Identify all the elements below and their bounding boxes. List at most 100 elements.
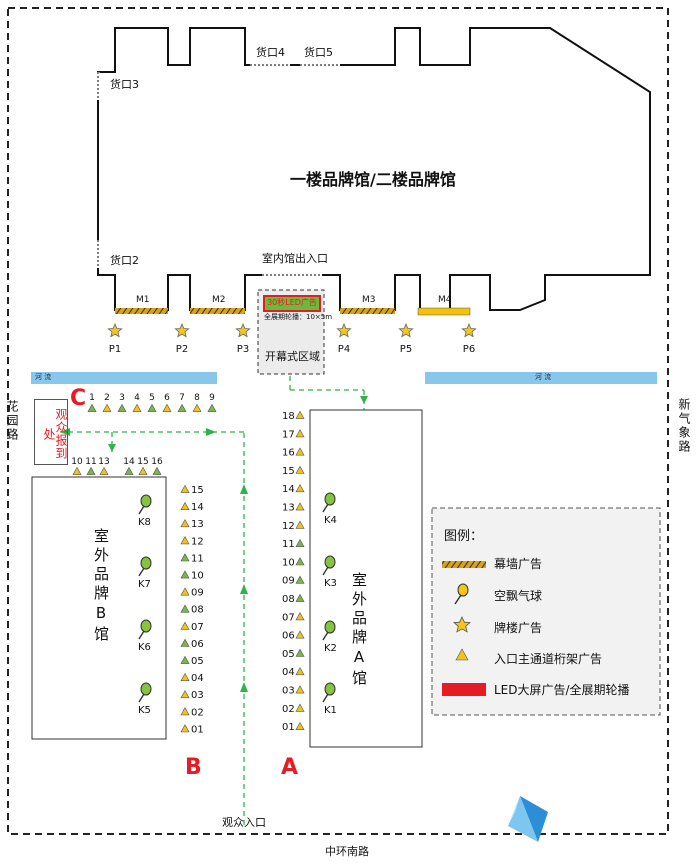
zone-c-number: 8 bbox=[194, 393, 200, 403]
hall-a-truss-number: 08 bbox=[282, 594, 295, 605]
site-boundary bbox=[7, 7, 669, 835]
hall-a-truss-number: 07 bbox=[282, 612, 295, 623]
legend-label-curtain: 幕墙广告 bbox=[494, 557, 543, 571]
zone-c-number: 11 bbox=[85, 457, 96, 467]
hall-a-truss-marker bbox=[295, 703, 305, 712]
led-screen: 30秒LED广告 bbox=[263, 295, 321, 312]
cargo-door-5-label: 货口5 bbox=[304, 46, 333, 59]
hall-b-truss-number: 11 bbox=[191, 553, 204, 564]
led-note: 全展期轮播：10×5m bbox=[264, 313, 333, 321]
curtain-wall-m4-label: M4 bbox=[438, 295, 452, 305]
hall-a-truss-marker bbox=[295, 538, 305, 548]
zone-c-truss-marker bbox=[86, 466, 96, 475]
legend-label-balloon: 空飘气球 bbox=[494, 589, 543, 603]
hall-a-truss-number: 05 bbox=[282, 649, 295, 660]
balloon-label-k2: K2 bbox=[324, 643, 337, 654]
hall-b-truss-number: 13 bbox=[191, 519, 204, 530]
balloon-label-k3: K3 bbox=[324, 578, 337, 589]
hall-a-truss-number: 17 bbox=[282, 429, 295, 440]
zone-c-number: 6 bbox=[164, 393, 170, 403]
hall-b-truss-number: 14 bbox=[191, 502, 204, 513]
hall-b-truss-marker bbox=[180, 553, 190, 562]
zone-a-letter: A bbox=[281, 755, 299, 780]
zone-c-truss-marker bbox=[87, 403, 97, 412]
hall-a-truss-marker bbox=[295, 648, 305, 657]
triangle-icon bbox=[455, 648, 469, 661]
zone-c-truss-marker bbox=[152, 466, 162, 475]
hall-a-truss-number: 15 bbox=[282, 466, 295, 477]
curtain-wall-m2-label: M2 bbox=[212, 295, 226, 305]
balloon-k1 bbox=[322, 682, 336, 703]
hall-a-truss-number: 03 bbox=[282, 686, 295, 697]
hall-b-truss-marker bbox=[180, 501, 190, 511]
hall-b-truss-marker bbox=[180, 638, 190, 647]
hall-a-truss-marker bbox=[295, 447, 305, 456]
arch-label-p4: P4 bbox=[338, 344, 350, 355]
zone-b-letter: B bbox=[185, 755, 202, 780]
hall-b-name: 室外品牌B馆 bbox=[92, 528, 110, 645]
arch-star-p3 bbox=[235, 322, 251, 338]
zone-c-number: 1 bbox=[89, 393, 95, 403]
zone-c-number: 15 bbox=[137, 457, 148, 467]
hall-a-truss-marker bbox=[295, 557, 305, 566]
hall-a-truss-marker bbox=[295, 429, 305, 438]
balloon-icon bbox=[454, 583, 469, 605]
zone-c-truss-marker bbox=[147, 403, 157, 412]
zone-c-truss-marker bbox=[138, 466, 148, 475]
east-road-label: 新气象路 bbox=[677, 398, 691, 454]
hall-b-truss-marker bbox=[180, 587, 190, 596]
zone-c-number: 5 bbox=[149, 393, 155, 403]
legend-title: 图例： bbox=[444, 529, 484, 544]
arch-label-p3: P3 bbox=[237, 344, 249, 355]
cargo-door-4-label: 货口4 bbox=[256, 46, 285, 59]
curtain-wall-m3-label: M3 bbox=[362, 295, 376, 305]
hall-a-truss-marker bbox=[295, 520, 305, 529]
hall-a-truss-marker bbox=[295, 612, 305, 621]
hall-a-truss-number: 18 bbox=[282, 411, 295, 422]
indoor-exit-label: 室内馆出入口 bbox=[262, 252, 328, 265]
hall-a-name: 室外品牌A馆 bbox=[350, 572, 368, 689]
hall-a-truss-marker bbox=[295, 685, 305, 694]
hall-a-truss-marker bbox=[295, 483, 305, 493]
hatched-bar-icon bbox=[442, 561, 486, 568]
arch-star-p5 bbox=[398, 322, 414, 338]
hall-a-truss-number: 10 bbox=[282, 557, 295, 568]
zone-c-truss-marker bbox=[192, 403, 202, 412]
hall-b-truss-marker bbox=[180, 621, 190, 630]
hall-b-truss-marker bbox=[180, 570, 190, 579]
legend-label-arch: 牌楼广告 bbox=[494, 621, 543, 635]
balloon-label-k6: K6 bbox=[138, 642, 151, 653]
hall-a-truss-marker bbox=[295, 465, 305, 474]
arch-label-p2: P2 bbox=[176, 344, 188, 355]
zone-c-truss-marker bbox=[124, 466, 134, 475]
hall-a-truss-marker bbox=[295, 502, 305, 511]
hall-b-truss-number: 07 bbox=[191, 622, 204, 633]
arch-star-p1 bbox=[107, 322, 123, 338]
balloon-k7 bbox=[138, 556, 152, 577]
zone-c-truss-marker bbox=[132, 403, 142, 412]
zone-c-number: 10 bbox=[71, 457, 83, 467]
arch-label-p6: P6 bbox=[463, 344, 475, 355]
hall-a-truss-number: 13 bbox=[282, 503, 295, 514]
legend-label-led: LED大屏广告/全展期轮播 bbox=[494, 683, 630, 697]
hall-b-truss-marker bbox=[180, 518, 190, 528]
hall-b-truss-marker bbox=[180, 724, 190, 733]
hall-b-truss-number: 03 bbox=[191, 690, 204, 701]
balloon-label-k4: K4 bbox=[324, 515, 337, 526]
hall-b-truss-number: 04 bbox=[191, 673, 204, 684]
hall-a-truss-marker bbox=[295, 630, 305, 639]
opening-area-label: 开幕式区域 bbox=[265, 350, 320, 363]
zone-c-truss-marker bbox=[102, 403, 112, 412]
brand-hall-building bbox=[97, 27, 651, 311]
zone-c-number: 7 bbox=[179, 393, 185, 403]
zone-c-truss-marker bbox=[117, 403, 127, 412]
balloon-label-k8: K8 bbox=[138, 517, 151, 528]
balloon-label-k5: K5 bbox=[138, 705, 151, 716]
brand-hall-title: 一楼品牌馆/二楼品牌馆 bbox=[290, 170, 456, 189]
balloon-k8 bbox=[138, 494, 152, 515]
zone-c-truss-marker bbox=[162, 403, 172, 412]
hall-a-truss-number: 02 bbox=[282, 704, 295, 715]
hall-b-truss-number: 15 bbox=[191, 485, 204, 496]
hall-b-truss-marker bbox=[180, 689, 190, 699]
entrance-label: 观众入口 bbox=[222, 816, 266, 829]
